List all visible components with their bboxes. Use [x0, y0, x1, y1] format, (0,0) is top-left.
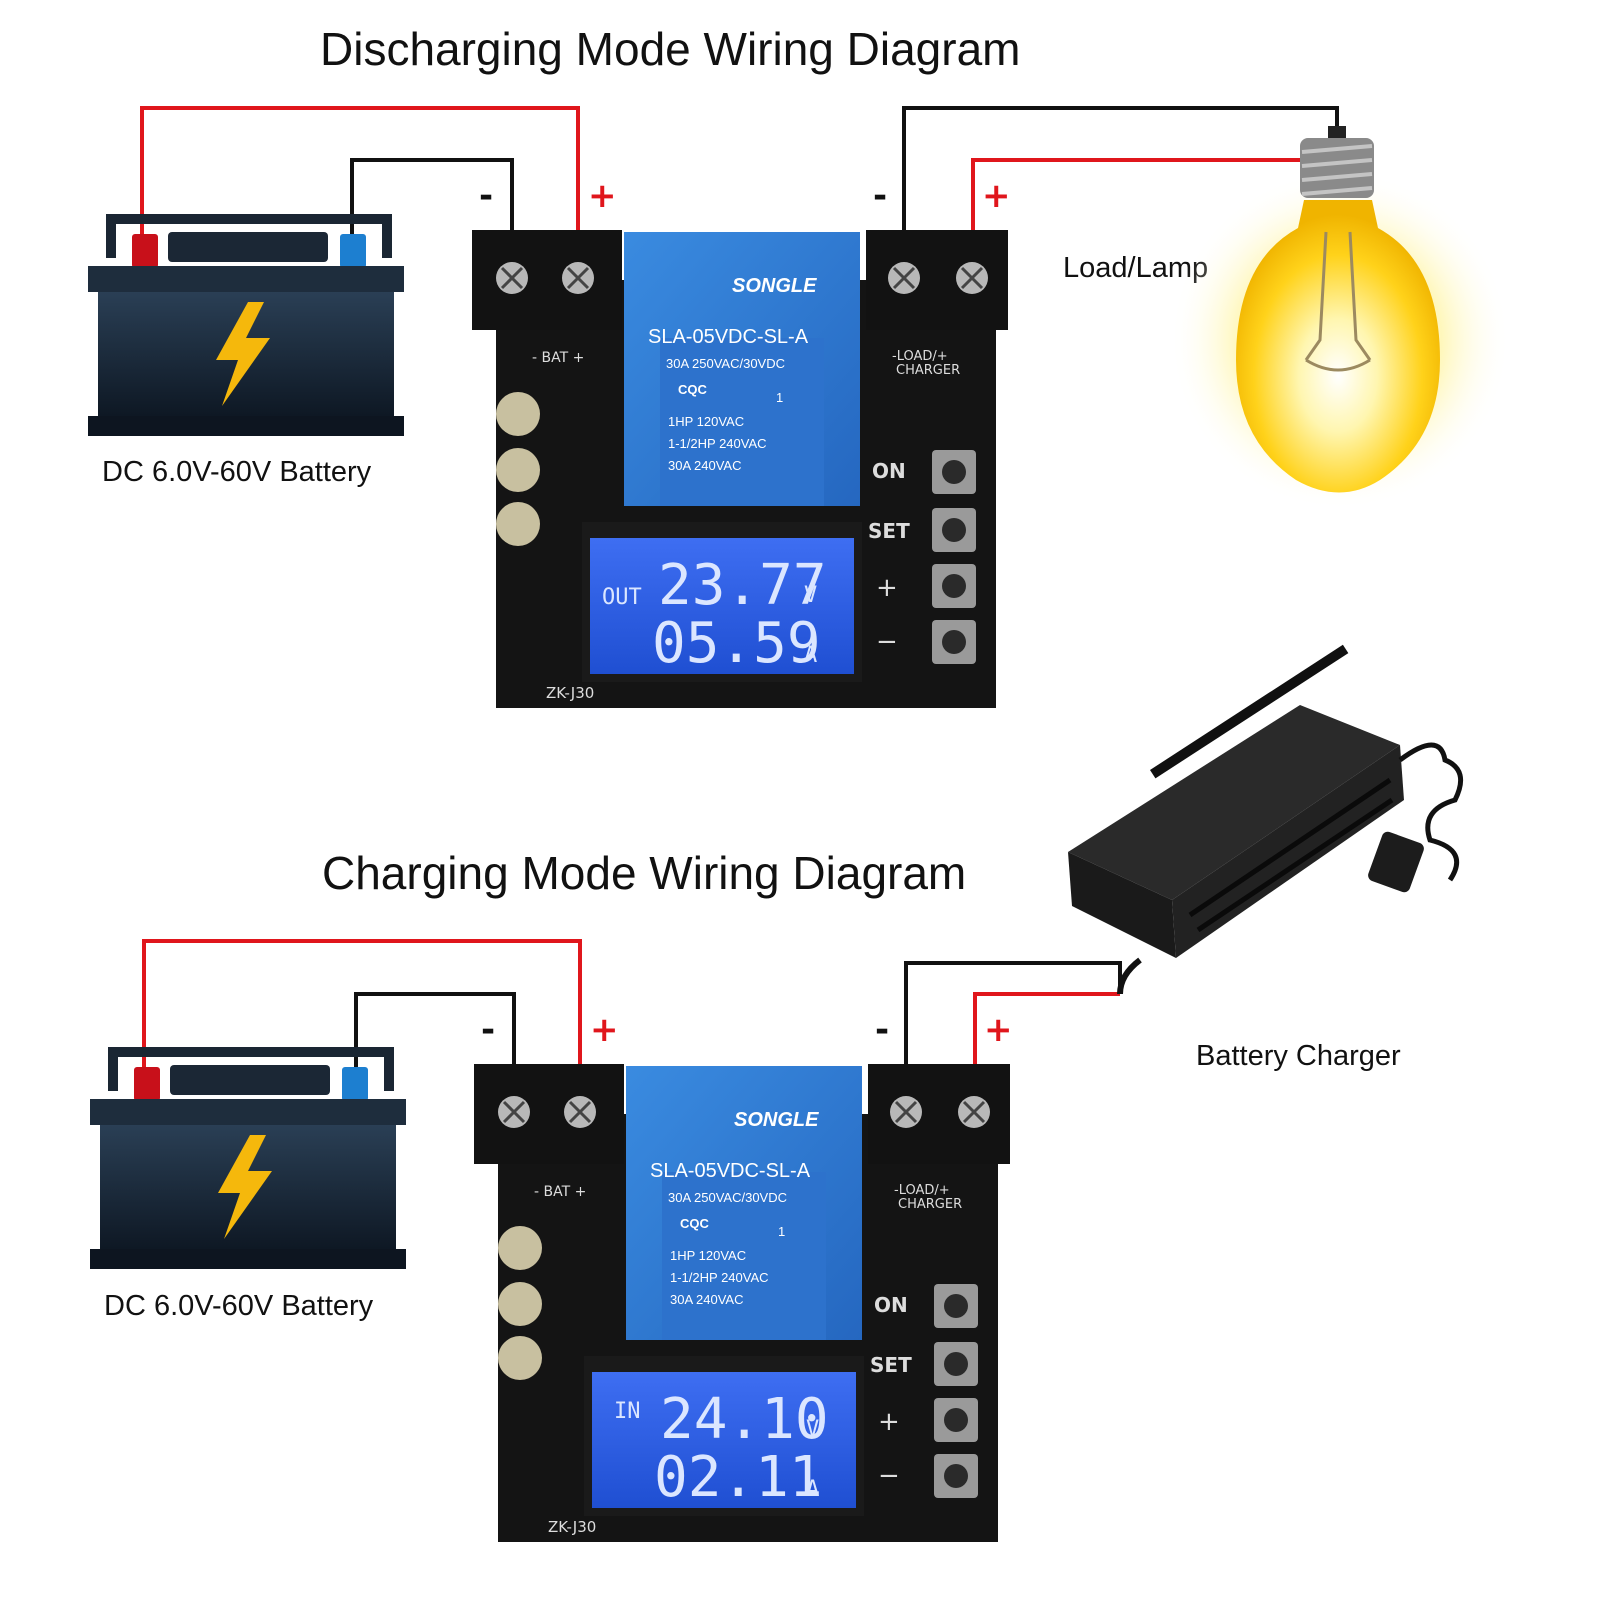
battery-charger-label: Battery Charger [1196, 1040, 1401, 1072]
charging-charger-pos-sign: + [984, 1010, 1013, 1050]
discharging-title: Discharging Mode Wiring Diagram [320, 23, 1021, 75]
lcd-voltage-unit: V [804, 583, 817, 608]
load-silkscreen-label: -LOAD/+ [892, 349, 948, 364]
minus-button-label: − [878, 1461, 900, 1491]
relay-model: SLA-05VDC-SL-A [648, 326, 809, 348]
discharging-wires [140, 106, 1339, 262]
discharging-bat-neg-sign: - [479, 176, 494, 216]
relay-cert: CQC [678, 382, 708, 397]
relay-rating: 30A 240VAC [670, 1292, 743, 1307]
charging-bat-neg-sign: - [481, 1010, 496, 1050]
lightning-bolt-icon [218, 1135, 272, 1239]
charging-wires [142, 939, 1122, 1094]
relay-rating: 30A 250VAC/30VDC [666, 356, 785, 371]
lcd-current: 02.11 [654, 1445, 823, 1510]
on-button-label: ON [874, 1293, 908, 1317]
charging-battery-label: DC 6.0V-60V Battery [104, 1290, 374, 1322]
load-silkscreen-label: -LOAD/+ [894, 1183, 950, 1198]
discharging-load-neg-sign: - [873, 176, 888, 216]
wire-charger-positive [973, 992, 1120, 1094]
wire-bat-negative-charging [354, 992, 516, 1094]
relay-model: SLA-05VDC-SL-A [650, 1160, 811, 1182]
plus-button-label: + [876, 573, 898, 603]
wire-charger-negative [904, 961, 1122, 1094]
lcd-mode: IN [614, 1399, 641, 1424]
positive-terminal-icon [132, 234, 158, 268]
battery-charger-icon [1068, 644, 1464, 995]
wire-load-positive [971, 158, 1300, 262]
discharging-bat-pos-sign: + [588, 176, 617, 216]
wire-bat-positive-charging [142, 939, 582, 1094]
plus-button-label: + [878, 1407, 900, 1437]
set-button-label: SET [870, 1353, 912, 1377]
relay-rating: 30A 250VAC/30VDC [668, 1190, 787, 1205]
wire-bat-positive [140, 106, 580, 262]
on-button-label: ON [872, 459, 906, 483]
relay-rating: 1-1/2HP 240VAC [670, 1270, 769, 1285]
battery-discharging [88, 214, 404, 436]
lcd-display [590, 538, 854, 674]
lcd-current: 05.59 [652, 611, 821, 676]
relay-number: 1 [776, 390, 783, 405]
lcd-current-unit: A [806, 1477, 819, 1502]
lcd-voltage: 24.10 [660, 1387, 829, 1452]
relay-number: 1 [778, 1224, 785, 1239]
controller-module-charging: - BAT + -LOAD/+ CHARGER SONGLE SLA-05VDC… [474, 1064, 1010, 1542]
battery-charging [90, 1047, 406, 1269]
relay-cert: CQC [680, 1216, 710, 1231]
wire-load-negative [902, 106, 1339, 262]
charging-charger-neg-sign: - [875, 1010, 890, 1050]
bat-silkscreen-label: - BAT + [534, 1184, 586, 1200]
lcd-mode: OUT [602, 585, 642, 610]
relay-rating: 1HP 120VAC [668, 414, 744, 429]
charger-silkscreen-label: CHARGER [896, 363, 960, 378]
set-button-label: SET [868, 519, 910, 543]
controller-module-discharging: - BAT + -LOAD/+ CHARGER SONGLE SLA-05VDC… [472, 230, 1008, 708]
relay-brand: SONGLE [732, 275, 817, 297]
relay-brand: SONGLE [734, 1109, 819, 1131]
relay-rating: 1-1/2HP 240VAC [668, 436, 767, 451]
lcd-voltage: 23.77 [658, 553, 827, 618]
lightning-bolt-icon [216, 302, 270, 406]
positive-terminal-icon [134, 1067, 160, 1101]
relay-rating: 30A 240VAC [668, 458, 741, 473]
negative-terminal-icon [342, 1067, 368, 1101]
discharging-load-pos-sign: + [982, 176, 1011, 216]
negative-terminal-icon [340, 234, 366, 268]
lcd-current-unit: A [804, 643, 817, 668]
discharging-battery-label: DC 6.0V-60V Battery [102, 456, 372, 488]
charging-bat-pos-sign: + [590, 1010, 619, 1050]
board-id: ZK-J30 [548, 1518, 596, 1536]
charging-title: Charging Mode Wiring Diagram [322, 847, 967, 899]
bat-silkscreen-label: - BAT + [532, 350, 584, 366]
light-bulb-icon [1170, 126, 1510, 510]
relay-rating: 1HP 120VAC [670, 1248, 746, 1263]
board-id: ZK-J30 [546, 684, 594, 702]
wire-bat-negative [350, 158, 514, 262]
charger-silkscreen-label: CHARGER [898, 1197, 962, 1212]
minus-button-label: − [876, 627, 898, 657]
lcd-display [592, 1372, 856, 1508]
lcd-voltage-unit: V [806, 1417, 819, 1442]
